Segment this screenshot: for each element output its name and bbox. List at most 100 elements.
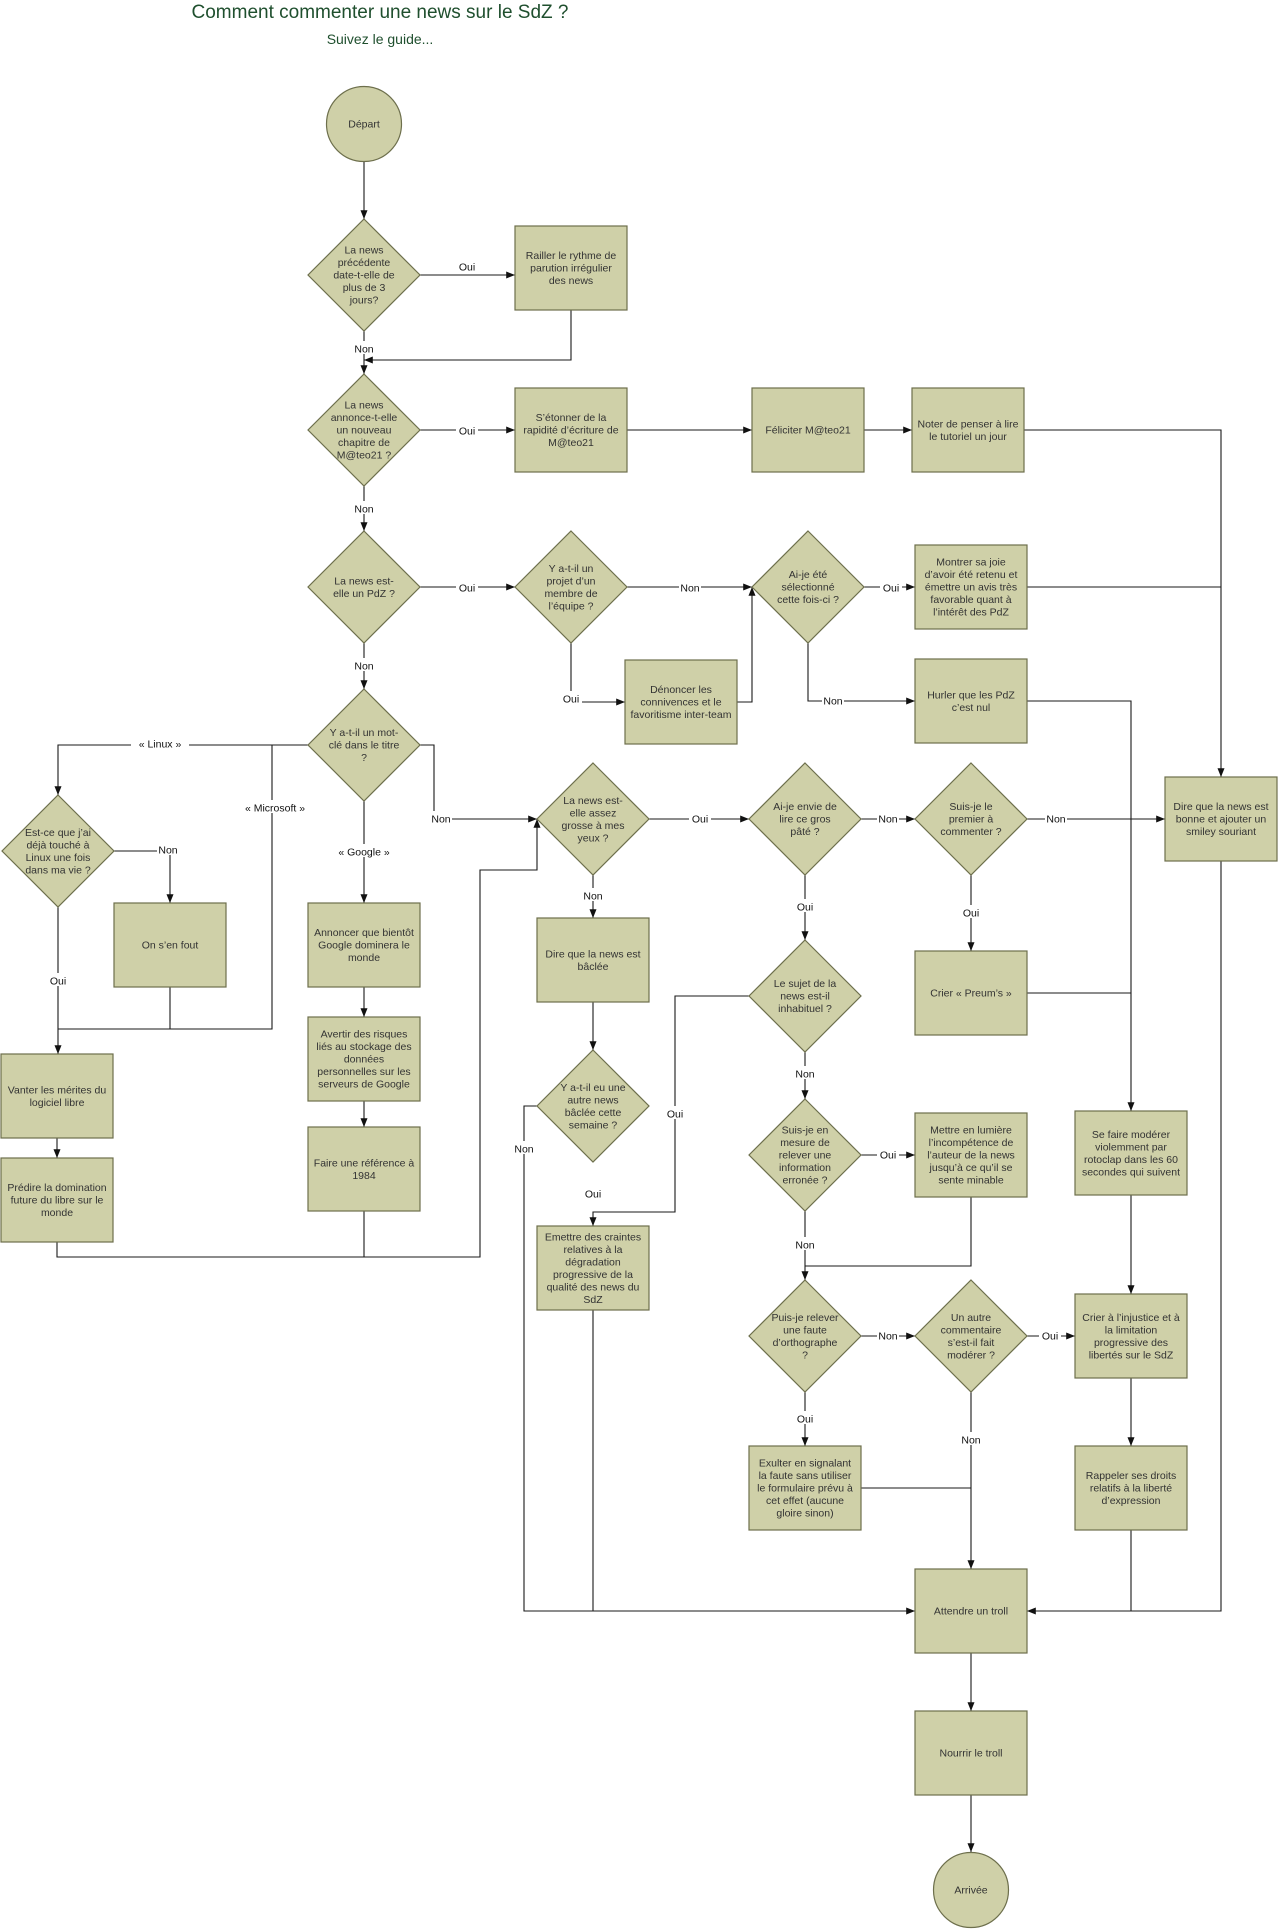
node-label: Rappeler ses droits: [1086, 1470, 1176, 1482]
node-label: La news: [344, 245, 383, 257]
process-box: [1074, 1445, 1188, 1531]
edge-label: Oui: [963, 908, 979, 920]
node-label: M@teo21 ?: [337, 450, 392, 462]
label-background: [794, 1411, 816, 1424]
node-label: annonce-t-elle: [331, 412, 398, 424]
node-label: Dire que la news est: [545, 948, 640, 960]
connector-arrow: [805, 1197, 972, 1267]
label-background: [877, 811, 899, 824]
node-label: Emettre des craintes: [545, 1231, 641, 1243]
connector-arrow: [420, 744, 537, 823]
node-label: S’étonner de la: [536, 412, 607, 424]
node-label: premier à: [949, 814, 994, 826]
process-box: [914, 658, 1028, 744]
node-label: des news: [549, 275, 593, 287]
node-label: La news: [344, 400, 383, 412]
node-label: monde: [41, 1207, 73, 1219]
node-label: d’expression: [1102, 1495, 1161, 1507]
process-box: [113, 902, 227, 988]
label-background: [794, 1237, 816, 1250]
node-label: personnelles sur les: [317, 1066, 410, 1078]
edge-label: Non: [1046, 814, 1065, 826]
node-label: jusqu’à ce qu’il se: [929, 1162, 1013, 1174]
label-background: [353, 501, 375, 514]
edge-label: Non: [514, 1144, 533, 1156]
node-label: grosse à mes: [561, 820, 624, 832]
node-label: yeux ?: [578, 832, 609, 844]
label-background: [664, 1106, 686, 1119]
node-label: parution irrégulier: [530, 263, 612, 275]
node-label: précédente: [338, 257, 391, 269]
process-box: [536, 1225, 650, 1311]
edge-label: Non: [878, 1331, 897, 1343]
node-label: Prédire la domination: [7, 1182, 106, 1194]
node-label: Y a-t-il un: [549, 563, 594, 575]
edge-label: Non: [823, 696, 842, 708]
node-label: Mettre en lumière: [930, 1125, 1012, 1137]
label-background: [880, 580, 902, 593]
label-background: [157, 842, 179, 855]
edge-label: Oui: [1042, 1331, 1058, 1343]
node-label: Départ: [348, 119, 380, 131]
label-background: [1045, 811, 1067, 824]
node-label: Puis-je relever: [771, 1312, 839, 1324]
edge-label: Oui: [797, 902, 813, 914]
label-background: [430, 811, 452, 824]
node-label: relever une: [779, 1150, 832, 1162]
edge-label: Oui: [563, 694, 579, 706]
node-label: gloire sinon): [776, 1508, 833, 1520]
decision-diamond: [307, 218, 421, 332]
decision-diamond: [514, 530, 628, 644]
node-label: autre news: [567, 1094, 618, 1106]
node-label: plus de 3: [343, 282, 386, 294]
process-box: [536, 917, 650, 1003]
node-label: progressive des: [1094, 1337, 1168, 1349]
edge-label: Non: [680, 583, 699, 595]
node-label: clé dans le titre: [329, 740, 400, 752]
label-background: [353, 341, 375, 354]
node-label: favoritisme inter-team: [631, 709, 732, 721]
label-background: [877, 1328, 899, 1341]
node-label: elle un PdZ ?: [333, 588, 395, 600]
node-label: SdZ: [583, 1294, 603, 1306]
node-label: lire ce gros: [779, 814, 830, 826]
node-label: d’orthographe: [773, 1337, 838, 1349]
label-background: [582, 888, 604, 901]
node-label: libertés sur le SdZ: [1089, 1349, 1174, 1361]
connector-arrow: [54, 744, 308, 795]
node-label: secondes qui suivent: [1082, 1166, 1180, 1178]
label-background: [794, 1066, 816, 1079]
node-label: le tutoriel un jour: [929, 431, 1007, 443]
node-label: Exulter en signalant: [759, 1458, 851, 1470]
node-label: On s’en fout: [142, 940, 199, 952]
node-label: un nouveau: [337, 425, 392, 437]
decision-diamond: [748, 1098, 862, 1212]
node-label: ?: [361, 752, 367, 764]
node-label: jours?: [349, 295, 379, 307]
node-label: Annoncer que bientôt: [314, 927, 414, 939]
process-box: [1074, 1110, 1188, 1196]
node-label: Montrer sa joie: [936, 557, 1006, 569]
node-label: Ai-je été: [789, 569, 828, 581]
edge-label: Non: [878, 814, 897, 826]
node-label: relatifs à la liberté: [1090, 1483, 1172, 1495]
label-background: [822, 693, 844, 706]
node-label: bonne et ajouter un: [1176, 814, 1267, 826]
node-depart: Départ: [325, 85, 403, 163]
node-label: Crier à l’injustice et à: [1082, 1312, 1180, 1324]
node-label: Faire une référence à: [314, 1157, 415, 1169]
decision-diamond: [748, 939, 862, 1053]
connector-arrow: [1131, 861, 1222, 1612]
node-label: modérer ?: [947, 1349, 995, 1361]
node-label: 1984: [352, 1170, 376, 1182]
